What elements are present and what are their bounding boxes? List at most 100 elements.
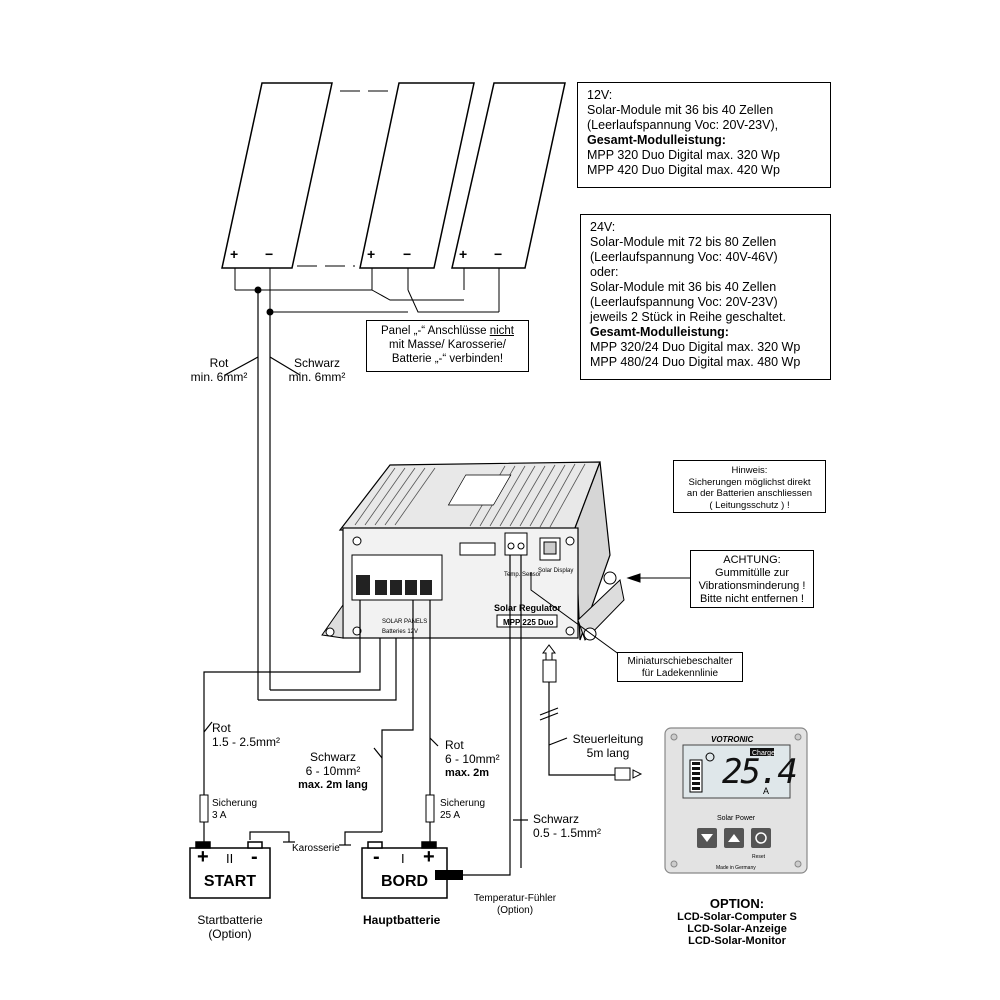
karosserie-label: Karosserie (292, 843, 340, 854)
panel2-minus: − (403, 246, 412, 262)
option-line2: LCD-Solar-Anzeige (687, 923, 787, 935)
info-24v-line3: oder: (590, 265, 619, 279)
lcd-monitor (664, 727, 808, 874)
info-box-24v: 24V: Solar-Module mit 72 bis 80 Zellen (… (580, 214, 831, 380)
info-24v-title: 24V: (590, 220, 616, 234)
option-line3: LCD-Solar-Monitor (688, 935, 786, 947)
wire-schwarz-temp-spec: 0.5 - 1.5mm² (533, 826, 602, 840)
battery-start-minus: - (251, 846, 258, 868)
info-12v-heading: Gesamt-Modulleistung: (587, 133, 726, 147)
info-24v-line2: (Leerlaufspannung Voc: 40V-46V) (590, 250, 778, 264)
hinweis-line2: an der Batterien anschliessen (686, 488, 813, 499)
info-12v-row1: MPP 320 Duo Digital max. 320 Wp (587, 148, 780, 162)
info-24v-line5: (Leerlaufspannung Voc: 20V-23V) (590, 295, 778, 309)
info-24v-line1: Solar-Module mit 72 bis 80 Zellen (590, 235, 777, 249)
wire-schwarz-top: Schwarz min. 6mm² (284, 356, 350, 384)
info-24v-line4: Solar-Module mit 36 bis 40 Zellen (590, 280, 777, 294)
lcd-unit: A (763, 786, 770, 796)
wire-schwarz-top-name: Schwarz (293, 356, 340, 370)
info-24v-heading: Gesamt-Modulleistung: (590, 325, 729, 339)
wire-rot-top: Rot min. 6mm² (188, 356, 250, 384)
panel-note-line1: Panel „-“ Anschlüsse (381, 325, 490, 337)
temp-sensor-line1: Temperatur-Fühler (473, 893, 557, 904)
achtung-title: ACHTUNG: (723, 554, 781, 566)
wire-rot-bord-name: Rot (445, 738, 464, 752)
additional-panels-dash (297, 90, 392, 267)
battery-start-caption2: (Option) (208, 927, 252, 941)
fuse-start-label: Sicherung 3 A (212, 798, 257, 822)
achtung-box: ACHTUNG: Gummitülle zur Vibrationsminder… (690, 550, 814, 608)
solar-panel-1 (221, 82, 333, 269)
lcd-value: 25.4 (722, 752, 798, 792)
info-24v-row1: MPP 320/24 Duo Digital max. 320 Wp (590, 340, 801, 354)
option-line1: LCD-Solar-Computer S (677, 911, 797, 923)
regulator-name: Solar Regulator (494, 603, 562, 613)
option-title: OPTION: (709, 896, 765, 911)
wire-schwarz-temp: Schwarz 0.5 - 1.5mm² (533, 812, 601, 840)
fuse-bord-text: Sicherung (440, 798, 486, 809)
panel3-plus: + (459, 246, 468, 262)
battery-start-plus: + (197, 846, 209, 868)
panel3-minus: − (494, 246, 503, 262)
battery-bord-plus: + (423, 846, 435, 868)
info-12v-line2: (Leerlaufspannung Voc: 20V-23V), (587, 118, 779, 132)
battery-start-numeral: II (226, 851, 234, 866)
fuse-bord-label: Sicherung 25 A (440, 798, 485, 822)
regulator-battery-label: Batteries 12V (382, 629, 419, 635)
wire-rot-top-name: Rot (209, 356, 229, 370)
hinweis-title: Hinweis: (731, 465, 768, 476)
battery-bord (361, 841, 448, 899)
wire-steuer-name: Steuerleitung (572, 732, 644, 746)
fuse-start-value: 3 A (212, 810, 227, 821)
wire-rot-top-spec: min. 6mm² (190, 370, 248, 384)
info-12v-row2: MPP 420 Duo Digital max. 420 Wp (587, 163, 780, 177)
regulator-port-display: Solar Display (538, 568, 574, 574)
wire-schwarz-temp-name: Schwarz (533, 812, 580, 826)
regulator-terminal-label: SOLAR PANELS (382, 619, 428, 625)
info-24v-row2: MPP 480/24 Duo Digital max. 480 Wp (590, 355, 801, 369)
regulator-port-temp: Temp. Sensor (504, 572, 542, 578)
wire-rot-start: Rot 1.5 - 2.5mm² (212, 721, 280, 749)
hinweis-line1: Sicherungen möglichst direkt (688, 476, 811, 488)
battery-bord-caption: Hauptbatterie (363, 913, 441, 927)
fuse-start-text: Sicherung (212, 798, 258, 809)
panel2-plus: + (367, 246, 376, 262)
panel-note-emphasis: nicht (489, 325, 514, 337)
fuse-bord (425, 794, 435, 823)
battery-start-title: START (203, 873, 257, 890)
battery-start-caption: Startbatterie (Option) (182, 913, 278, 941)
wire-rot-bord: Rot 6 - 10mm² max. 2m (445, 738, 500, 780)
battery-bord-numeral: I (401, 851, 405, 866)
battery-bord-minus: - (373, 846, 380, 868)
info-24v-line6: jeweils 2 Stück in Reihe geschaltet. (590, 310, 786, 324)
lcd-brand: VOTRONIC (711, 735, 754, 744)
solar-regulator (321, 461, 625, 641)
hinweis-line3: ( Leitungsschutz ) ! (709, 499, 790, 511)
solar-panel-2 (359, 82, 475, 269)
solar-panel-3 (451, 82, 566, 269)
temp-sensor-label: Temperatur-Fühler (Option) (465, 893, 565, 917)
achtung-line2: Vibrationsminderung ! (698, 580, 806, 592)
hinweis-box: Hinweis: Sicherungen möglichst direkt an… (673, 460, 826, 513)
switch-note-line1: Miniaturschiebeschalter (627, 656, 733, 667)
fuse-bord-value: 25 A (440, 810, 461, 821)
wire-schwarz-bord-name: Schwarz (309, 750, 356, 764)
panel-note-line3: Batterie „-“ verbinden! (391, 353, 504, 365)
info-box-12v: 12V: Solar-Module mit 36 bis 40 Zellen (… (577, 82, 831, 188)
switch-note-box: Miniaturschiebeschalter für Ladekennlini… (617, 652, 743, 682)
wire-rot-bord-spec: 6 - 10mm² (445, 752, 500, 766)
panel1-plus: + (230, 246, 239, 262)
achtung-line3: Bitte nicht entfernen ! (700, 593, 804, 605)
wire-rot-start-spec: 1.5 - 2.5mm² (212, 735, 281, 749)
fuse-start (199, 794, 209, 823)
lcd-made: Made in Germany (716, 865, 756, 871)
wire-rot-start-name: Rot (212, 721, 231, 735)
steuer-plug (542, 644, 643, 781)
wire-schwarz-top-spec: min. 6mm² (288, 370, 346, 384)
battery-start (189, 841, 271, 899)
regulator-model: MPP 225 Duo (503, 618, 554, 627)
battery-start-caption1: Startbatterie (197, 913, 263, 927)
wire-schwarz-bord: Schwarz 6 - 10mm² max. 2m lang (290, 750, 376, 792)
lcd-badge: Charge (752, 750, 775, 757)
